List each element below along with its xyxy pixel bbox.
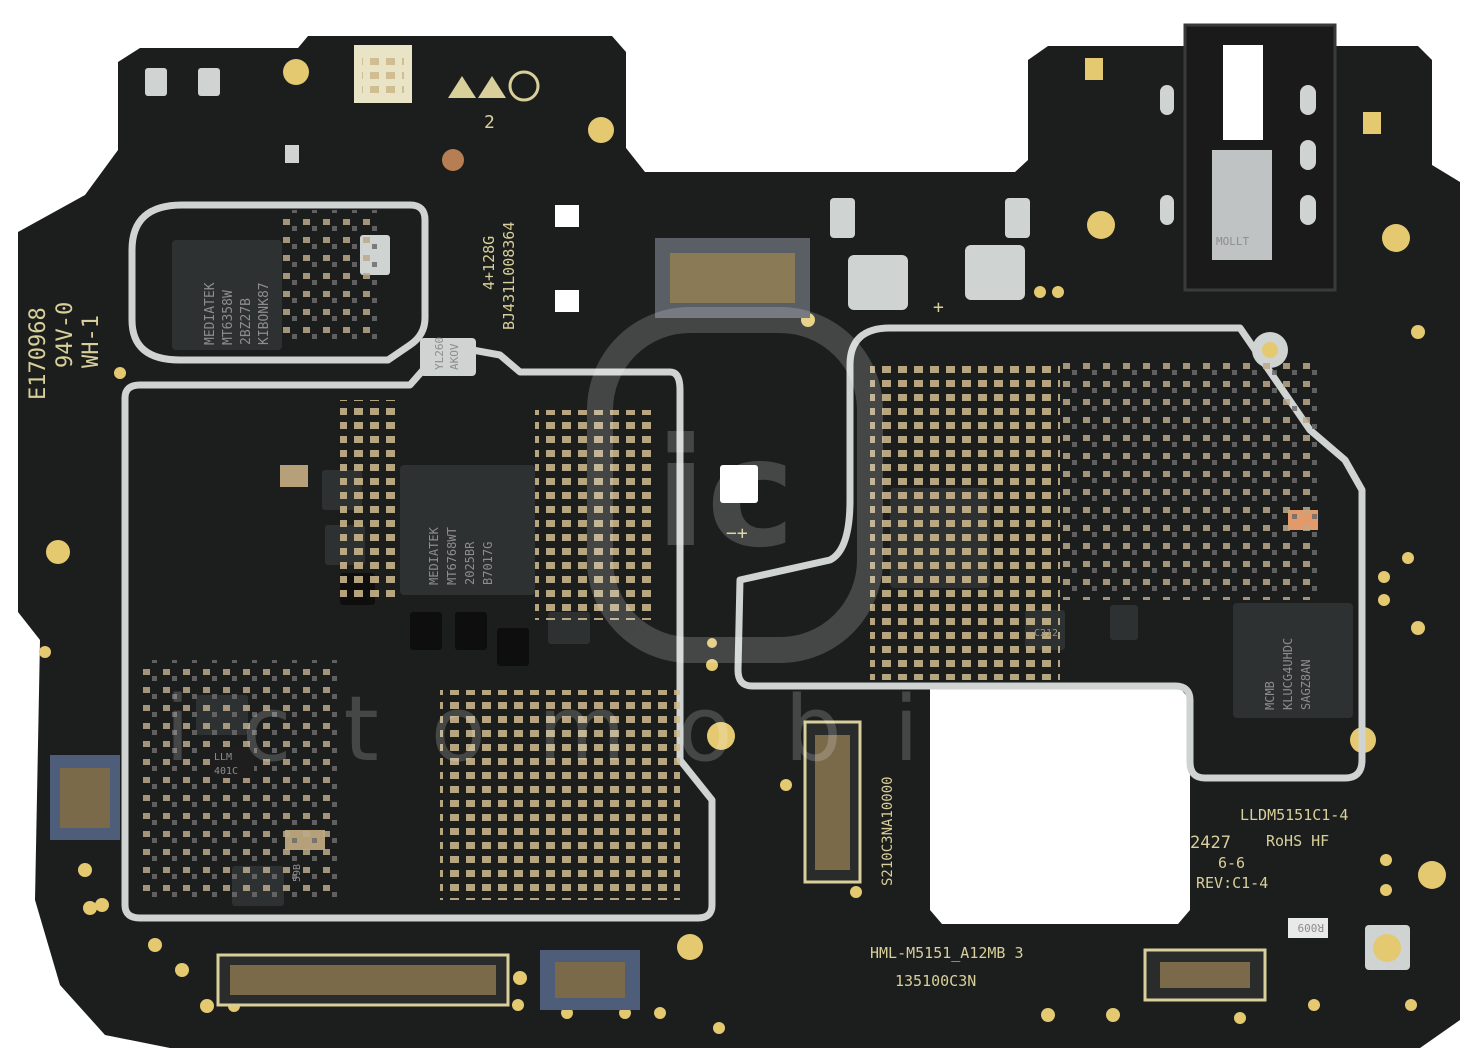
svg-text:KLUCG4UHDC: KLUCG4UHDC — [1281, 638, 1295, 710]
svg-text:MEDIATEK: MEDIATEK — [427, 526, 441, 585]
headphone-jack: MOLLT — [1160, 23, 1337, 292]
small-chip-marking: 59B — [292, 864, 303, 882]
svg-text:LLM: LLM — [214, 752, 232, 763]
lldm-code: LLDM5151C1-4 — [1240, 806, 1348, 824]
svg-text:B7017G: B7017G — [481, 542, 495, 585]
memory-spec: 4+128G — [480, 236, 498, 290]
svg-text:401C: 401C — [214, 766, 238, 777]
revision-code: REV:C1-4 — [1196, 874, 1268, 892]
pmic-marking: MEDIATEK MT6358W 2BZ27B KIBONK87 — [203, 282, 272, 345]
svg-text:2BZ27B: 2BZ27B — [239, 298, 254, 345]
battery-contacts — [830, 198, 1030, 310]
svg-text:MT6768WT: MT6768WT — [445, 527, 459, 585]
fpc-connectors — [50, 238, 1267, 1010]
svg-text:KIBONK87: KIBONK87 — [257, 282, 272, 345]
svg-text:2025BR: 2025BR — [463, 541, 477, 585]
ul-rating: 94V-0 — [53, 302, 78, 368]
svg-text:MOLLT: MOLLT — [1216, 235, 1249, 248]
layer-number: 2 — [484, 112, 495, 133]
inductor-marking: LLM 401C — [210, 748, 254, 778]
cap-label: R009 — [1298, 921, 1325, 934]
svg-text:MEDIATEK: MEDIATEK — [203, 282, 218, 345]
svg-text:MCMB: MCMB — [1263, 681, 1277, 710]
rf-chip-marking: C212 — [1034, 628, 1058, 639]
svg-text:AKOV: AKOV — [448, 343, 461, 370]
board-id: E170968 — [26, 307, 51, 400]
svg-text:ictomobile: ictomobile — [165, 677, 1155, 782]
watermark: ic ictomobile — [165, 307, 1155, 782]
component-field — [140, 210, 1320, 900]
emmc-marking: MCMB KLUCG4UHDC SAGZ8AN — [1263, 638, 1313, 710]
svg-text:ic: ic — [655, 407, 795, 581]
datamatrix-code — [354, 45, 412, 103]
model-number: HML-M5151_A12MB 3 — [870, 944, 1024, 962]
part-number: 135100C3N — [895, 972, 976, 990]
wh-mark: WH-1 — [79, 315, 104, 368]
polarity-plus: + — [933, 297, 944, 318]
rf-shields — [121, 201, 1366, 922]
date-code: 2427 — [1190, 833, 1231, 853]
svg-text:YL260: YL260 — [433, 337, 446, 370]
polarity-mark: −+ — [726, 523, 748, 544]
board-cutout — [930, 688, 1190, 924]
revision-number: 6-6 — [1218, 854, 1245, 872]
rohs-mark: RoHS HF — [1266, 832, 1329, 850]
connector-code: S210C3NA10000 — [880, 776, 896, 886]
ul-mark — [448, 70, 540, 102]
serial-number: BJ431L008364 — [500, 222, 518, 330]
svg-text:SAGZ8AN: SAGZ8AN — [1299, 659, 1313, 710]
svg-text:MT6358W: MT6358W — [221, 290, 236, 345]
oscillator-marking: AKOV YL260 — [433, 337, 461, 370]
soc-marking: MEDIATEK MT6768WT 2025BR B7017G — [427, 526, 495, 585]
